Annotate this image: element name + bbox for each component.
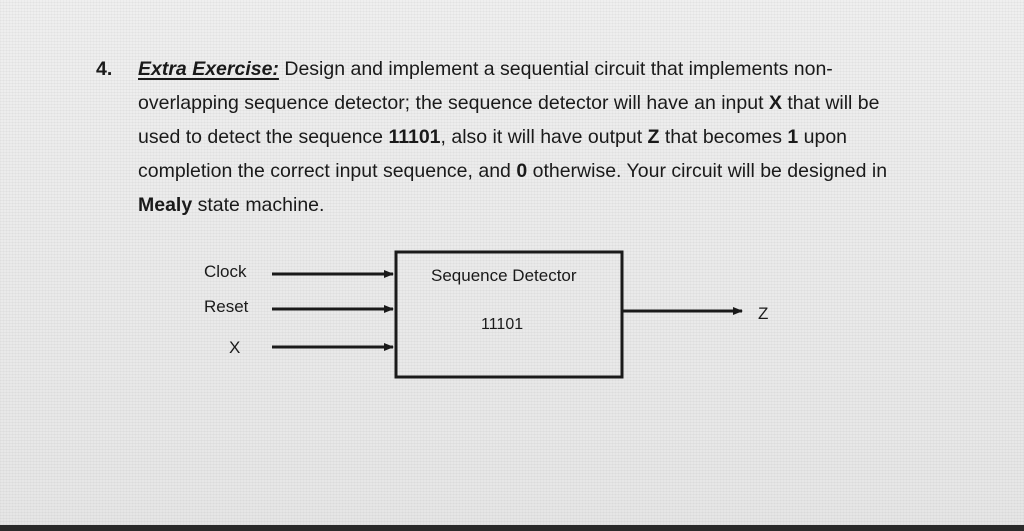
detector-sequence: 11101 [481, 316, 524, 333]
sequence-detector-box [394, 250, 624, 379]
output-name: Z [647, 126, 660, 148]
reset-label: Reset [204, 297, 249, 316]
exercise-text: 4. Extra Exercise: Design and implement … [96, 52, 926, 222]
clock-label: Clock [204, 262, 247, 281]
bottom-border [0, 525, 1024, 531]
text-run: otherwise. Your circuit will be designed… [527, 160, 888, 182]
target-sequence: 11101 [388, 126, 441, 148]
text-run: , also it will have output [440, 126, 648, 148]
x-input-label: X [229, 338, 241, 357]
detector-title: Sequence Detector [431, 266, 577, 285]
text-run: that becomes [659, 126, 788, 148]
input-name: X [768, 92, 782, 114]
exercise-number: 4. [96, 58, 113, 80]
exercise-paragraph: Extra Exercise: Design and implement a s… [138, 52, 926, 222]
exercise-heading: Extra Exercise: [138, 58, 279, 80]
text-run: upon completion the correct input sequen… [138, 126, 848, 182]
text-run: state machine. [192, 194, 325, 216]
text-run: that will be used to detect the sequence [138, 92, 880, 148]
text-run: Design and implement a sequential circui… [138, 58, 833, 114]
machine-type: Mealy [138, 194, 193, 216]
value-one: 1 [787, 126, 799, 148]
z-output-label: Z [758, 304, 769, 323]
value-zero: 0 [516, 160, 528, 182]
